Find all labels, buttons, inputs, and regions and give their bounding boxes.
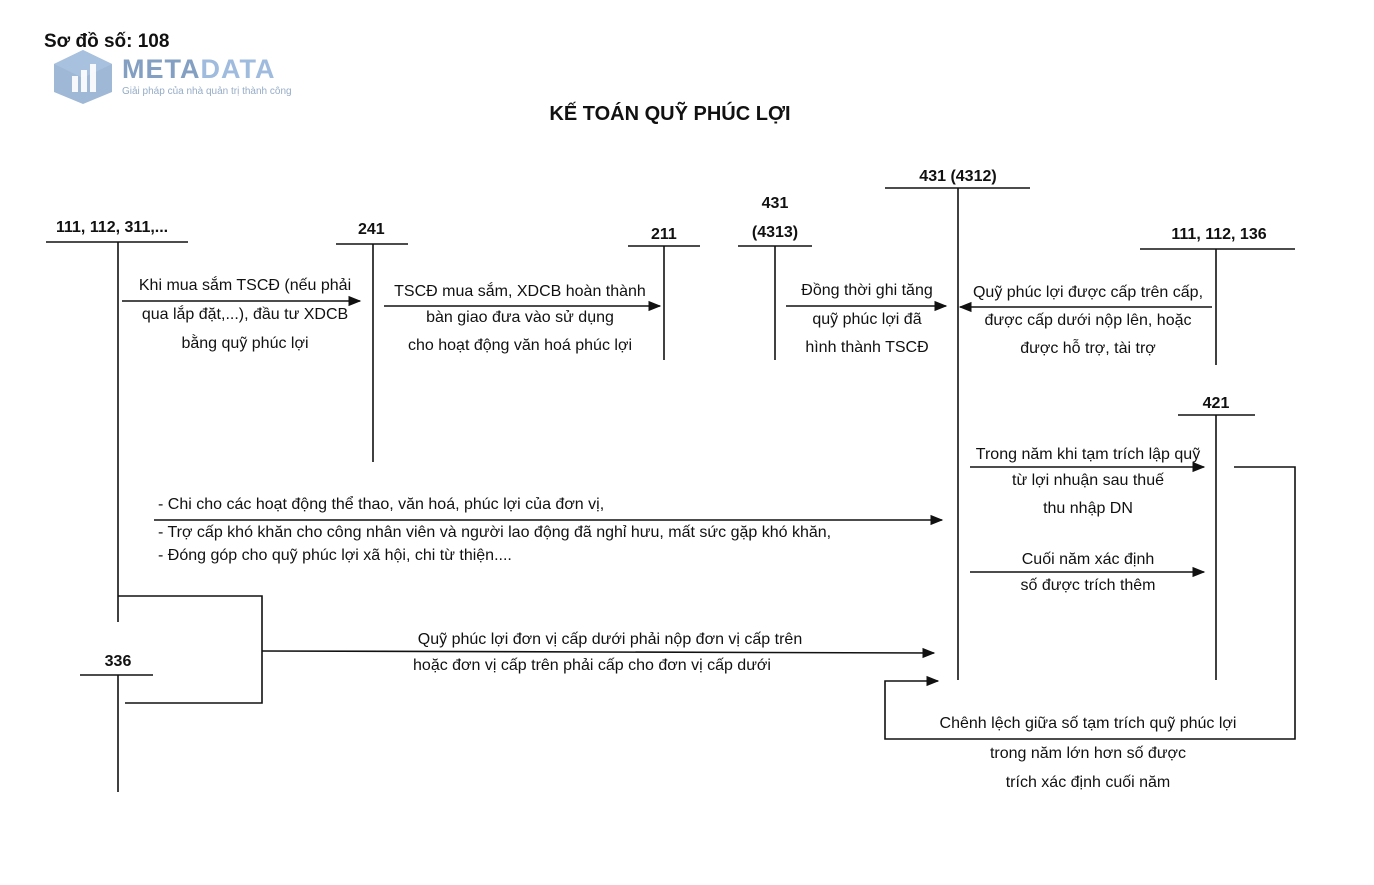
entry-intercompany-line1: Quỹ phúc lợi đơn vị cấp dưới phải nộp đơ… — [417, 631, 803, 648]
entry-fund-received-line1: Quỹ phúc lợi được cấp trên cấp, — [972, 284, 1204, 301]
arrow-intercompany — [261, 647, 936, 659]
entry-completed-assets-line3: cho hoạt động văn hoá phúc lợi — [408, 337, 632, 354]
entry-fund-received-line2: được cấp dưới nộp lên, hoặc — [984, 312, 1192, 329]
account-241-label: 241 — [358, 221, 385, 238]
entry-expenses-line3: - Đóng góp cho quỹ phúc lợi xã hội, chi … — [158, 547, 512, 564]
entry-record-increase-line1: Đồng thời ghi tăng — [801, 282, 933, 299]
account-4313-label-top: 431 — [761, 195, 789, 212]
entry-completed-assets-line2: bàn giao đưa vào sử dụng — [426, 309, 614, 326]
entry-difference-line3: trích xác định cuối năm — [1005, 774, 1171, 791]
logo-name: METADATA — [122, 54, 275, 85]
account-421-label: 421 — [1202, 395, 1230, 412]
logo-name-part2: DATA — [200, 54, 276, 84]
entry-year-end-extra-line2: số được trích thêm — [1020, 577, 1156, 594]
entry-difference-line1: Chênh lệch giữa số tạm trích quỹ phúc lợ… — [939, 715, 1237, 732]
entry-expenses-line2: - Trợ cấp khó khăn cho công nhân viên và… — [158, 524, 832, 541]
entry-fund-received-line3: được hỗ trợ, tài trợ — [1020, 340, 1156, 357]
entry-buy-assets-line3: bằng quỹ phúc lợi — [181, 335, 309, 352]
logo-name-part1: META — [122, 54, 201, 84]
account-111-label: 111, 112, 311,... — [56, 219, 169, 236]
entry-record-increase-line2: quỹ phúc lợi đã — [812, 311, 922, 328]
entry-buy-assets-line1: Khi mua sắm TSCĐ (nếu phải — [138, 277, 352, 294]
entry-temp-allocation-line3: thu nhập DN — [1043, 500, 1133, 517]
account-111b-label: 111, 112, 136 — [1171, 226, 1267, 243]
account-4313-label-bottom: (4313) — [751, 224, 799, 241]
arrow-difference — [884, 466, 1296, 740]
account-211-label: 211 — [651, 226, 677, 243]
entry-year-end-extra-line1: Cuối năm xác định — [1021, 551, 1155, 568]
bracket-intercompany — [118, 595, 263, 704]
diagram-title: KẾ TOÁN QUỸ PHÚC LỢI — [549, 103, 791, 125]
account-4312-label: 431 (4312) — [919, 168, 997, 185]
metadata-logo-icon — [54, 50, 112, 104]
entry-temp-allocation-line2: từ lợi nhuận sau thuế — [1012, 472, 1164, 489]
entry-completed-assets-line1: TSCĐ mua sắm, XDCB hoàn thành — [394, 283, 646, 300]
diagram-number: Sơ đồ số: 108 — [44, 31, 170, 52]
entry-intercompany-line2: hoặc đơn vị cấp trên phải cấp cho đơn vị… — [413, 657, 771, 674]
entry-difference-line2: trong năm lớn hơn số được — [989, 745, 1187, 762]
entry-record-increase-line3: hình thành TSCĐ — [805, 339, 929, 356]
entry-expenses-line1: - Chi cho các hoạt động thể thao, văn ho… — [158, 496, 605, 513]
entry-temp-allocation-line1: Trong năm khi tạm trích lập quỹ — [975, 446, 1201, 463]
account-336-label: 336 — [104, 653, 132, 670]
logo-tagline: Giải pháp của nhà quản trị thành công — [122, 86, 292, 97]
entry-buy-assets-line2: qua lắp đặt,...), đầu tư XDCB — [141, 306, 349, 323]
